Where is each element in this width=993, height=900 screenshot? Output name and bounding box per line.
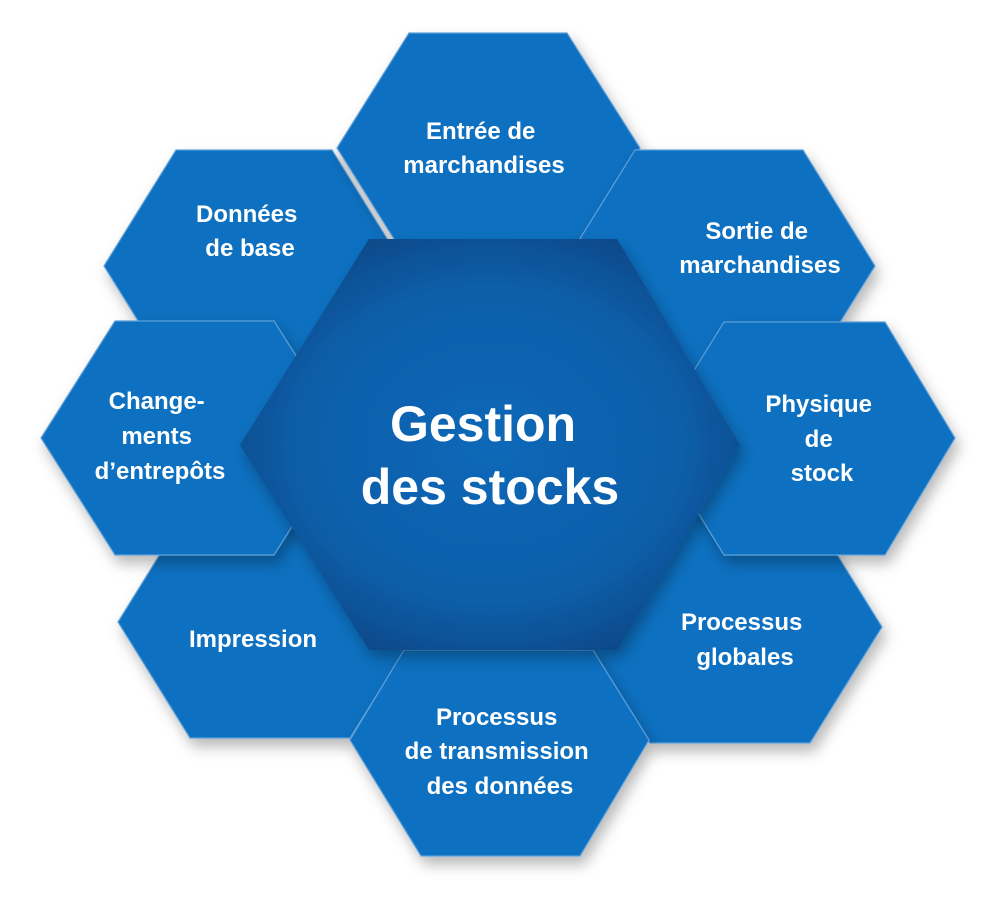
hex-processus-transmission: Processus de transmission des données xyxy=(349,649,650,857)
hex-changements-dentrepots: Change- ments d’entrepôts xyxy=(40,320,349,556)
label-processus-transmission: Processus de transmission des données xyxy=(405,704,596,800)
label-impression: Impression xyxy=(189,626,317,653)
label-processus-globales: Processus globales xyxy=(681,609,809,671)
label-sortie-de-marchandises: Sortie de marchandises xyxy=(679,218,840,279)
label-changements-dentrepots: Change- ments d’entrepôts xyxy=(95,388,226,485)
label-donnees-de-base: Données de base xyxy=(196,201,304,262)
label-entree-de-marchandises: Entrée de marchandises xyxy=(403,118,564,179)
hex-center-gestion-des-stocks: Gestion des stocks xyxy=(240,239,740,650)
label-physique-de-stock: Physique de stock xyxy=(765,391,878,487)
center-title: Gestion des stocks xyxy=(361,396,619,515)
hex-physique-de-stock: Physique de stock xyxy=(651,321,956,556)
